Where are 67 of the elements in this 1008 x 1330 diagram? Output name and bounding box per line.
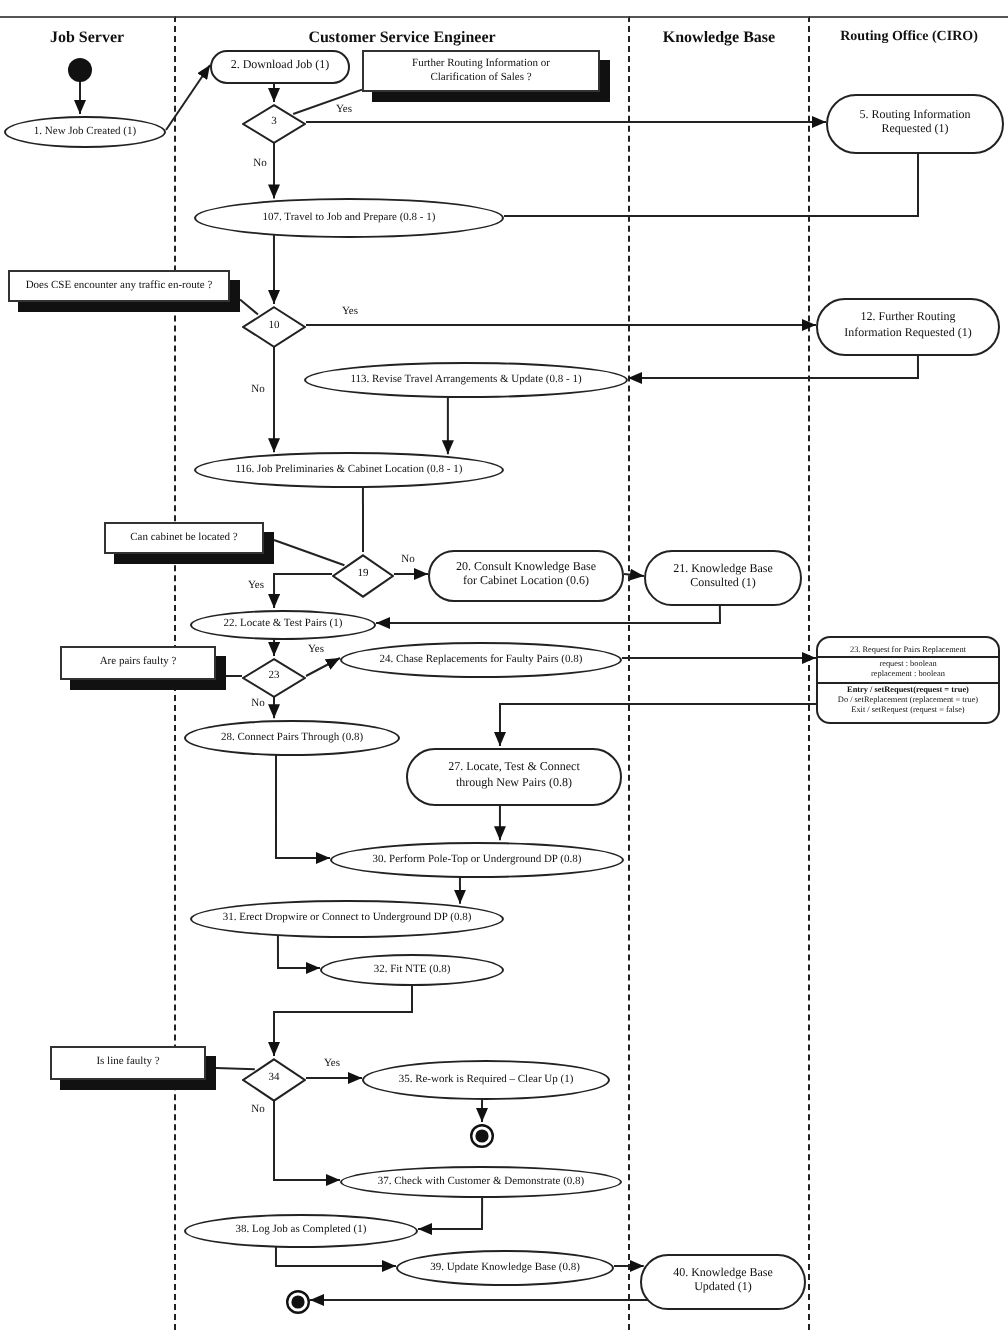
decision-diamond xyxy=(242,658,306,698)
flow-arrow xyxy=(305,319,817,331)
activity-ellipse xyxy=(340,1166,622,1198)
flow-arrow xyxy=(268,695,281,720)
note-card xyxy=(8,270,240,312)
note-card xyxy=(50,1046,216,1090)
flow-arrow xyxy=(393,568,429,580)
flow-arrow xyxy=(493,803,506,842)
lane-heading: Job Server xyxy=(49,28,125,48)
flow-arrow xyxy=(74,79,86,116)
activity-ellipse xyxy=(4,116,166,148)
decision-diamond xyxy=(242,306,306,348)
flow-arrow xyxy=(268,983,413,1057)
activity-ellipse xyxy=(330,842,624,878)
flow-arrow xyxy=(476,1097,488,1123)
note-card xyxy=(362,50,610,102)
flow-arrow xyxy=(268,636,281,657)
flow-arrow xyxy=(613,1260,645,1272)
decision-diamond xyxy=(332,554,394,598)
flow-arrow xyxy=(627,353,919,384)
flow-arrow xyxy=(274,1244,397,1272)
bullseye-icon xyxy=(286,1290,310,1314)
bullseye-icon xyxy=(470,1124,494,1148)
flow-arrow xyxy=(623,568,645,581)
flow-arrow xyxy=(268,573,333,610)
flow-arrow xyxy=(621,652,817,664)
connector-line xyxy=(225,674,243,677)
connector-line xyxy=(215,1067,256,1071)
state-box xyxy=(816,636,1000,724)
activity-state xyxy=(816,298,1000,356)
swimlane xyxy=(630,16,810,1330)
activity-ellipse xyxy=(304,362,628,398)
connector-line xyxy=(361,484,364,553)
connector-line xyxy=(503,151,919,217)
activity-ellipse xyxy=(340,642,622,678)
activity-state xyxy=(826,94,1004,154)
flow-arrow xyxy=(454,874,466,905)
decision-diamond xyxy=(242,104,306,144)
activity-state xyxy=(428,550,624,602)
flow-arrow xyxy=(305,657,341,677)
flow-arrow xyxy=(417,1195,484,1235)
flow-arrow xyxy=(375,603,721,629)
flow-arrow xyxy=(493,702,817,747)
connector-line xyxy=(273,539,346,567)
flow-arrow xyxy=(165,64,211,131)
decision-diamond xyxy=(242,1058,306,1102)
lane-heading: Knowledge Base xyxy=(662,28,776,48)
flow-arrow xyxy=(441,394,454,456)
activity-state xyxy=(210,50,350,84)
connector-line xyxy=(239,298,259,316)
flow-arrow xyxy=(309,1294,650,1306)
flow-arrow xyxy=(268,345,280,454)
activity-state xyxy=(640,1254,806,1310)
flow-arrow xyxy=(275,752,331,864)
activity-state xyxy=(406,748,622,806)
flow-arrow xyxy=(268,141,280,200)
flow-arrow xyxy=(268,232,280,305)
lane-heading: Customer Service Engineer xyxy=(308,28,496,48)
note-card xyxy=(104,522,274,564)
activity-state xyxy=(644,550,802,606)
flow-arrow xyxy=(273,1099,341,1186)
note-card xyxy=(60,646,226,690)
flow-arrow xyxy=(268,81,280,103)
flow-arrow xyxy=(305,1072,363,1084)
connector-line xyxy=(292,88,363,115)
flow-arrow xyxy=(305,116,827,128)
flow-arrow xyxy=(276,933,321,974)
